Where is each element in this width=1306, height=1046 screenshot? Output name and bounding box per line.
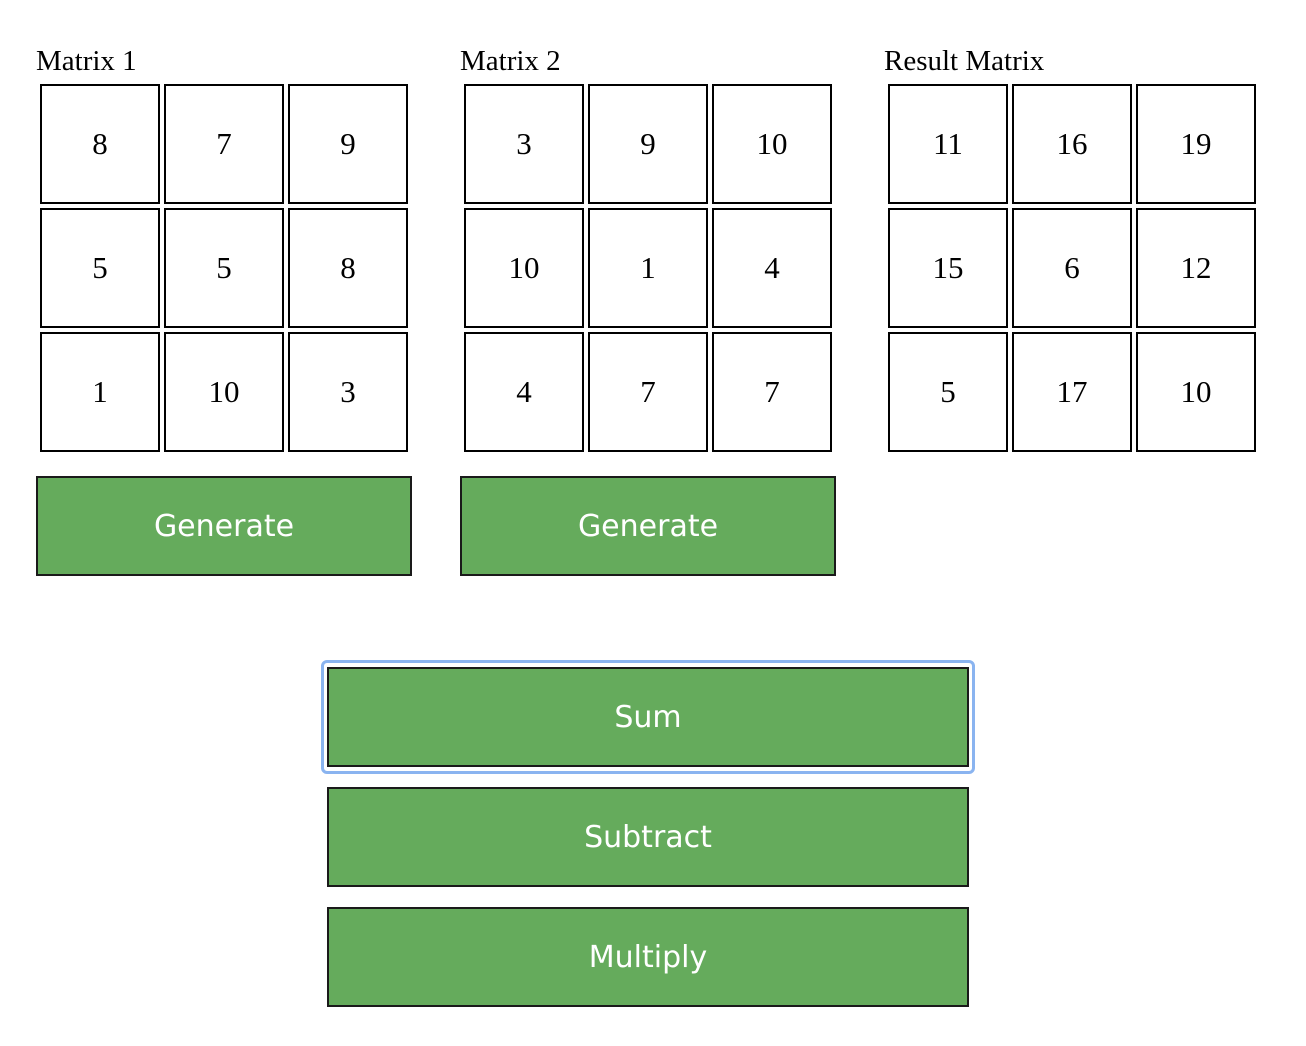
- matrix-2-cell[interactable]: 7: [588, 332, 708, 452]
- result-matrix-cell: 6: [1012, 208, 1132, 328]
- matrix-2-cell[interactable]: 4: [712, 208, 832, 328]
- result-matrix-cell: 10: [1136, 332, 1256, 452]
- generate-matrix-1-button[interactable]: Generate: [36, 476, 412, 576]
- matrix-2-cell[interactable]: 9: [588, 84, 708, 204]
- result-matrix-cell: 5: [888, 332, 1008, 452]
- matrix-2-grid: 3 9 10 10 1 4 4 7 7: [464, 84, 834, 454]
- sum-button-focus-ring: [321, 660, 975, 774]
- matrix-2-cell[interactable]: 4: [464, 332, 584, 452]
- matrix-1-cell[interactable]: 10: [164, 332, 284, 452]
- matrix-1-panel: Matrix 1 8 7 9 5 5 8 1 10 3: [36, 44, 408, 452]
- matrix-2-cell[interactable]: 10: [464, 208, 584, 328]
- subtract-button[interactable]: Subtract: [327, 787, 969, 887]
- result-matrix-grid: 11 16 19 15 6 12 5 17 10: [888, 84, 1258, 454]
- result-matrix-cell: 19: [1136, 84, 1256, 204]
- matrix-1-cell[interactable]: 7: [164, 84, 284, 204]
- matrix-1-cell[interactable]: 3: [288, 332, 408, 452]
- result-matrix-cell: 12: [1136, 208, 1256, 328]
- multiply-button[interactable]: Multiply: [327, 907, 969, 1007]
- matrix-1-title: Matrix 1: [36, 45, 137, 77]
- result-matrix-panel: Result Matrix 11 16 19 15 6 12 5 17 10: [884, 44, 1256, 452]
- matrix-1-cell[interactable]: 8: [288, 208, 408, 328]
- matrix-2-cell[interactable]: 3: [464, 84, 584, 204]
- matrix-2-cell[interactable]: 1: [588, 208, 708, 328]
- matrix-1-grid: 8 7 9 5 5 8 1 10 3: [40, 84, 410, 454]
- matrix-2-panel: Matrix 2 3 9 10 10 1 4 4 7 7: [460, 44, 832, 452]
- result-matrix-cell: 17: [1012, 332, 1132, 452]
- matrix-1-cell[interactable]: 5: [164, 208, 284, 328]
- generate-matrix-2-button[interactable]: Generate: [460, 476, 836, 576]
- result-matrix-cell: 15: [888, 208, 1008, 328]
- matrix-1-cell[interactable]: 8: [40, 84, 160, 204]
- result-matrix-title: Result Matrix: [884, 45, 1045, 77]
- matrix-1-cell[interactable]: 1: [40, 332, 160, 452]
- matrix-1-cell[interactable]: 5: [40, 208, 160, 328]
- matrix-1-cell[interactable]: 9: [288, 84, 408, 204]
- sum-button[interactable]: Sum: [327, 667, 969, 767]
- result-matrix-cell: 16: [1012, 84, 1132, 204]
- matrix-2-cell[interactable]: 10: [712, 84, 832, 204]
- matrix-2-cell[interactable]: 7: [712, 332, 832, 452]
- matrix-2-title: Matrix 2: [460, 45, 561, 77]
- result-matrix-cell: 11: [888, 84, 1008, 204]
